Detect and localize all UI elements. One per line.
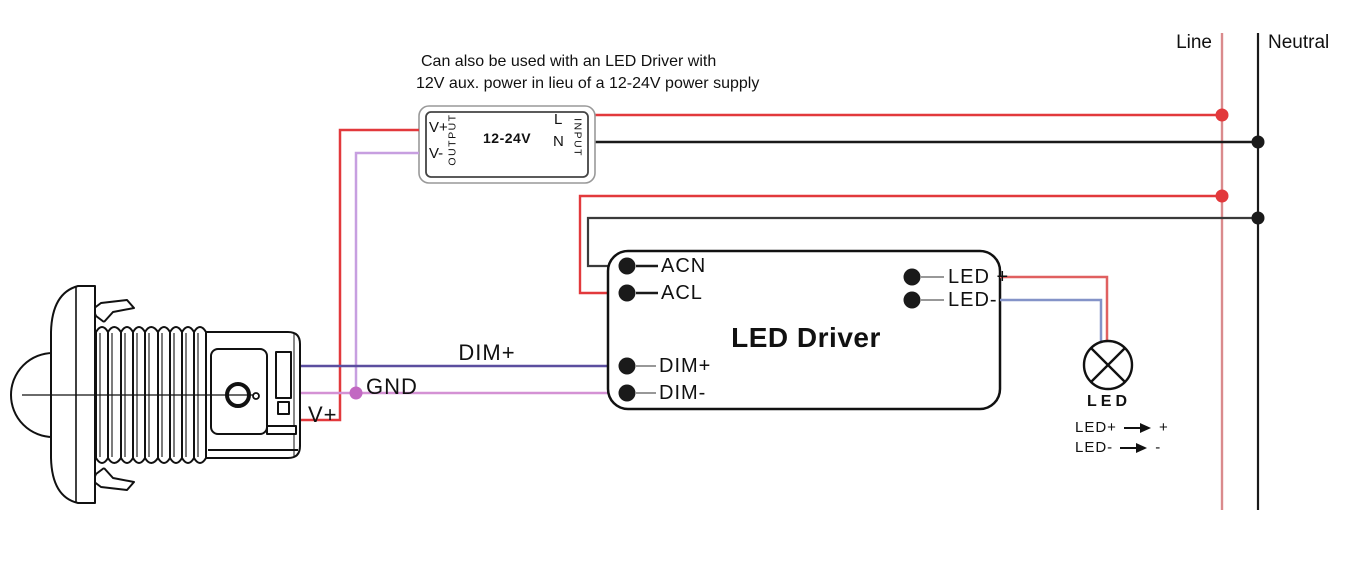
vplus-wire-label: V+ bbox=[308, 402, 338, 427]
psu-l-label: L bbox=[554, 111, 563, 128]
line-junction-dot-top bbox=[1215, 108, 1229, 122]
led-plus-terminal-dot bbox=[903, 268, 921, 286]
psu-output-label: OUTPUT bbox=[446, 113, 459, 166]
led-symbol-label: LED bbox=[1087, 393, 1131, 410]
psu-n-label: N bbox=[553, 133, 564, 150]
led-minus-terminal-label: LED- bbox=[948, 289, 998, 311]
led-legend-minus-value: - bbox=[1155, 439, 1162, 456]
vplus-wire bbox=[298, 128, 419, 422]
arrow-right-icon bbox=[1123, 422, 1151, 433]
led-minus-terminal-dot bbox=[903, 291, 921, 309]
acn-terminal-label: ACN bbox=[661, 255, 707, 277]
driver-terminal-stubs bbox=[636, 264, 658, 295]
led-legend-row-minus: LED- - bbox=[1075, 439, 1161, 456]
led-legend-plus-label: LED+ bbox=[1075, 419, 1117, 436]
driver-acl-wire bbox=[578, 194, 1222, 295]
neutral-junction-dot-bottom bbox=[1251, 211, 1265, 225]
led-legend-plus-value: + bbox=[1158, 419, 1169, 436]
led-legend-minus-label: LED- bbox=[1075, 439, 1114, 456]
psu-input-label: INPUT bbox=[571, 118, 584, 158]
power-supply-box bbox=[418, 105, 596, 184]
note-line-2: 12V aux. power in lieu of a 12-24V power… bbox=[416, 75, 760, 92]
acl-terminal-label: ACL bbox=[661, 282, 703, 304]
dim-minus-terminal-label: DIM- bbox=[659, 382, 707, 404]
acn-terminal-dot bbox=[618, 257, 636, 275]
driver-terminal-dots bbox=[618, 257, 921, 402]
led-legend-row-plus: LED+ + bbox=[1075, 419, 1169, 436]
driver-acn-wire bbox=[586, 216, 1258, 268]
psu-vplus-label: V+ bbox=[429, 119, 448, 136]
led-driver-title: LED Driver bbox=[731, 322, 881, 353]
led-minus-wire bbox=[1000, 298, 1103, 342]
dim-plus-wire-label: DIM+ bbox=[458, 340, 516, 365]
led-plus-wire bbox=[1000, 275, 1109, 342]
psu-vminus-label: V- bbox=[429, 145, 444, 162]
driver-terminal-stubs-thin bbox=[636, 276, 944, 394]
dim-plus-terminal-dot bbox=[618, 357, 636, 375]
note-line-1: Can also be used with an LED Driver with bbox=[421, 53, 717, 70]
psu-rating-label: 12-24V bbox=[483, 130, 532, 146]
led-plus-terminal-label: LED + bbox=[948, 266, 1010, 288]
neutral-label: Neutral bbox=[1268, 32, 1330, 53]
pir-sensor-illustration bbox=[10, 285, 301, 504]
gnd-wire-label: GND bbox=[366, 374, 418, 399]
vminus-wire bbox=[354, 151, 419, 393]
gnd-junction-dot bbox=[349, 386, 363, 400]
line-junction-dot-bottom bbox=[1215, 189, 1229, 203]
dim-plus-terminal-label: DIM+ bbox=[659, 355, 712, 377]
arrow-right-icon bbox=[1120, 442, 1148, 453]
acl-terminal-dot bbox=[618, 284, 636, 302]
dim-minus-terminal-dot bbox=[618, 384, 636, 402]
led-driver-box bbox=[606, 249, 1002, 411]
neutral-junction-dot-top bbox=[1251, 135, 1265, 149]
line-label: Line bbox=[1176, 32, 1212, 53]
led-lamp-symbol bbox=[1082, 339, 1134, 391]
